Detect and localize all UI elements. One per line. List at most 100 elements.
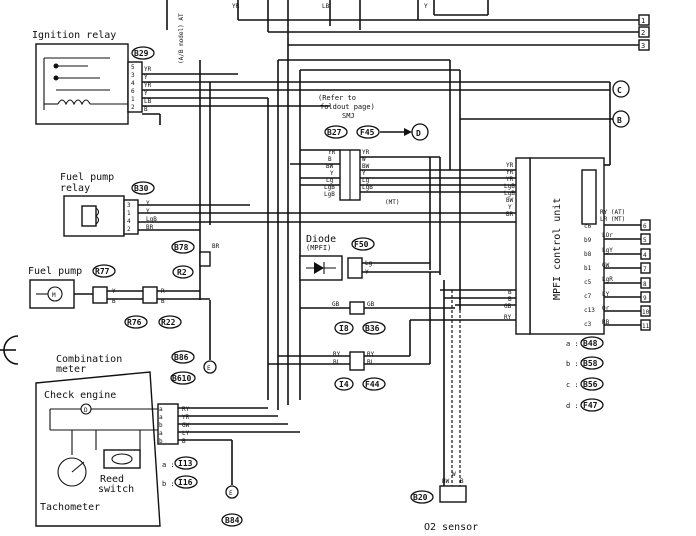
svg-text:YR: YR xyxy=(144,82,152,89)
svg-text:BW: BW xyxy=(362,163,370,170)
svg-text:Y: Y xyxy=(144,74,148,81)
connector-f44: F44 xyxy=(365,380,380,389)
svg-text:BW: BW xyxy=(326,163,334,170)
svg-text:B: B xyxy=(328,156,332,163)
svg-text:GB: GB xyxy=(367,301,375,308)
combination-meter-label-1: Combination xyxy=(56,354,122,365)
mt-note: (MT) xyxy=(385,199,399,206)
connector-b20: B20 xyxy=(413,493,428,502)
connector-b610: B610 xyxy=(172,374,191,383)
svg-text:GW: GW xyxy=(182,422,190,429)
svg-text:5: 5 xyxy=(643,237,647,244)
ref-c: C xyxy=(617,86,622,95)
svg-text:B: B xyxy=(182,438,186,445)
at-model-label: (A/B model) AT xyxy=(178,13,185,64)
fuel-pump-relay-label-2: relay xyxy=(60,183,90,194)
svg-text:Y: Y xyxy=(508,204,512,211)
svg-text:c6: c6 xyxy=(584,223,592,230)
connector-b56: B56 xyxy=(583,380,598,389)
connector-f50: F50 xyxy=(354,240,369,249)
svg-text:RY: RY xyxy=(504,314,512,321)
top-wire-yr: YR xyxy=(232,3,240,10)
svg-text:GB: GB xyxy=(332,301,340,308)
svg-text:RY: RY xyxy=(367,351,375,358)
svg-text:RY: RY xyxy=(182,406,190,413)
svg-text:E: E xyxy=(229,490,233,497)
svg-text:a: a xyxy=(159,406,163,413)
top-wire-y: Y xyxy=(424,3,428,10)
reed-switch-label-2: switch xyxy=(98,484,134,495)
check-engine-label: Check engine xyxy=(44,390,116,401)
connector-i13: I13 xyxy=(178,459,193,468)
legend-d-label: d : xyxy=(566,402,579,410)
svg-text:10: 10 xyxy=(642,309,650,316)
svg-text:c13: c13 xyxy=(584,307,595,314)
svg-text:4: 4 xyxy=(643,252,647,259)
ignition-relay: Ignition relay 5 3 4 6 1 2 xyxy=(32,30,143,125)
svg-text:b9: b9 xyxy=(584,237,592,244)
connector-r2: R2 xyxy=(177,268,187,277)
svg-text:GW: GW xyxy=(602,262,610,269)
fuel-pump: Fuel pump M Y B R B xyxy=(28,266,210,309)
fuel-pump-label: Fuel pump xyxy=(28,266,82,277)
connector-i16: I16 xyxy=(178,478,193,487)
svg-text:Y: Y xyxy=(144,90,148,97)
svg-text:9: 9 xyxy=(643,295,647,302)
svg-text:B: B xyxy=(508,289,512,296)
svg-text:LY: LY xyxy=(602,291,610,298)
svg-text:YR: YR xyxy=(182,414,190,421)
connector-r76: R76 xyxy=(127,318,142,327)
svg-text:W: W xyxy=(452,471,456,478)
diode-label-1: Diode xyxy=(306,234,336,245)
svg-text:Lg: Lg xyxy=(326,177,334,184)
svg-text:D: D xyxy=(84,407,88,414)
mpfi-control-unit: MPFI control unit YR YR YR LgB LgB BW Y … xyxy=(440,82,651,335)
svg-text:7: 7 xyxy=(643,266,647,273)
connector-i4: I4 xyxy=(339,380,349,389)
refer-line-2: foldout page) xyxy=(320,103,375,111)
svg-text:B: B xyxy=(460,478,464,485)
svg-text:LgR: LgR xyxy=(602,276,613,283)
tachometer-label: Tachometer xyxy=(40,502,100,513)
svg-text:LY: LY xyxy=(182,430,190,437)
top-bus-wires xyxy=(166,0,639,46)
svg-text:BR: BR xyxy=(212,243,220,250)
ignition-relay-label: Ignition relay xyxy=(32,30,116,41)
svg-text:c3: c3 xyxy=(584,321,592,328)
top-ref-numbers: 1 2 3 xyxy=(638,14,650,51)
combination-meter: Combination meter Check engine D Reed sw… xyxy=(35,354,300,527)
svg-text:B: B xyxy=(161,298,165,305)
combination-meter-label-2: meter xyxy=(56,364,86,375)
svg-text:M: M xyxy=(52,292,56,299)
svg-text:LR (MT): LR (MT) xyxy=(600,216,625,223)
svg-text:8: 8 xyxy=(643,281,647,288)
smj-wires: YR B BW Y Lg LgB LgB YR W BW Y Lg LgB (M… xyxy=(267,45,520,410)
svg-text:B: B xyxy=(144,106,148,113)
svg-text:b: b xyxy=(159,422,163,429)
connector-r77: R77 xyxy=(95,267,110,276)
svg-text:YR: YR xyxy=(506,169,514,176)
ref-d: D xyxy=(416,129,421,138)
smj-reference: (Refer to foldout page) SMJ B27 F45 D xyxy=(318,94,429,201)
svg-text:B: B xyxy=(112,298,116,305)
svg-text:LgY: LgY xyxy=(602,247,613,254)
svg-text:11: 11 xyxy=(642,323,650,330)
svg-text:GB: GB xyxy=(504,303,512,310)
ref-b: B xyxy=(617,116,622,125)
diode-label-2: (MPFI) xyxy=(306,244,331,252)
svg-text:LB: LB xyxy=(144,98,152,105)
connector-b84: B84 xyxy=(225,516,240,525)
svg-text:RY (AT): RY (AT) xyxy=(600,209,625,216)
ref-num-3: 3 xyxy=(641,42,645,50)
svg-text:YR: YR xyxy=(506,176,514,183)
svg-text:Y: Y xyxy=(330,170,334,177)
svg-text:1: 1 xyxy=(127,210,131,217)
svg-text:Or: Or xyxy=(602,305,610,312)
svg-text:Y: Y xyxy=(146,208,150,215)
svg-text:Y: Y xyxy=(146,200,150,207)
connector-b58: B58 xyxy=(583,359,598,368)
connector-b27: B27 xyxy=(327,128,342,137)
o2-sensor-label: O2 sensor xyxy=(424,522,478,533)
svg-text:BR: BR xyxy=(506,211,514,218)
svg-text:Y: Y xyxy=(362,170,366,177)
